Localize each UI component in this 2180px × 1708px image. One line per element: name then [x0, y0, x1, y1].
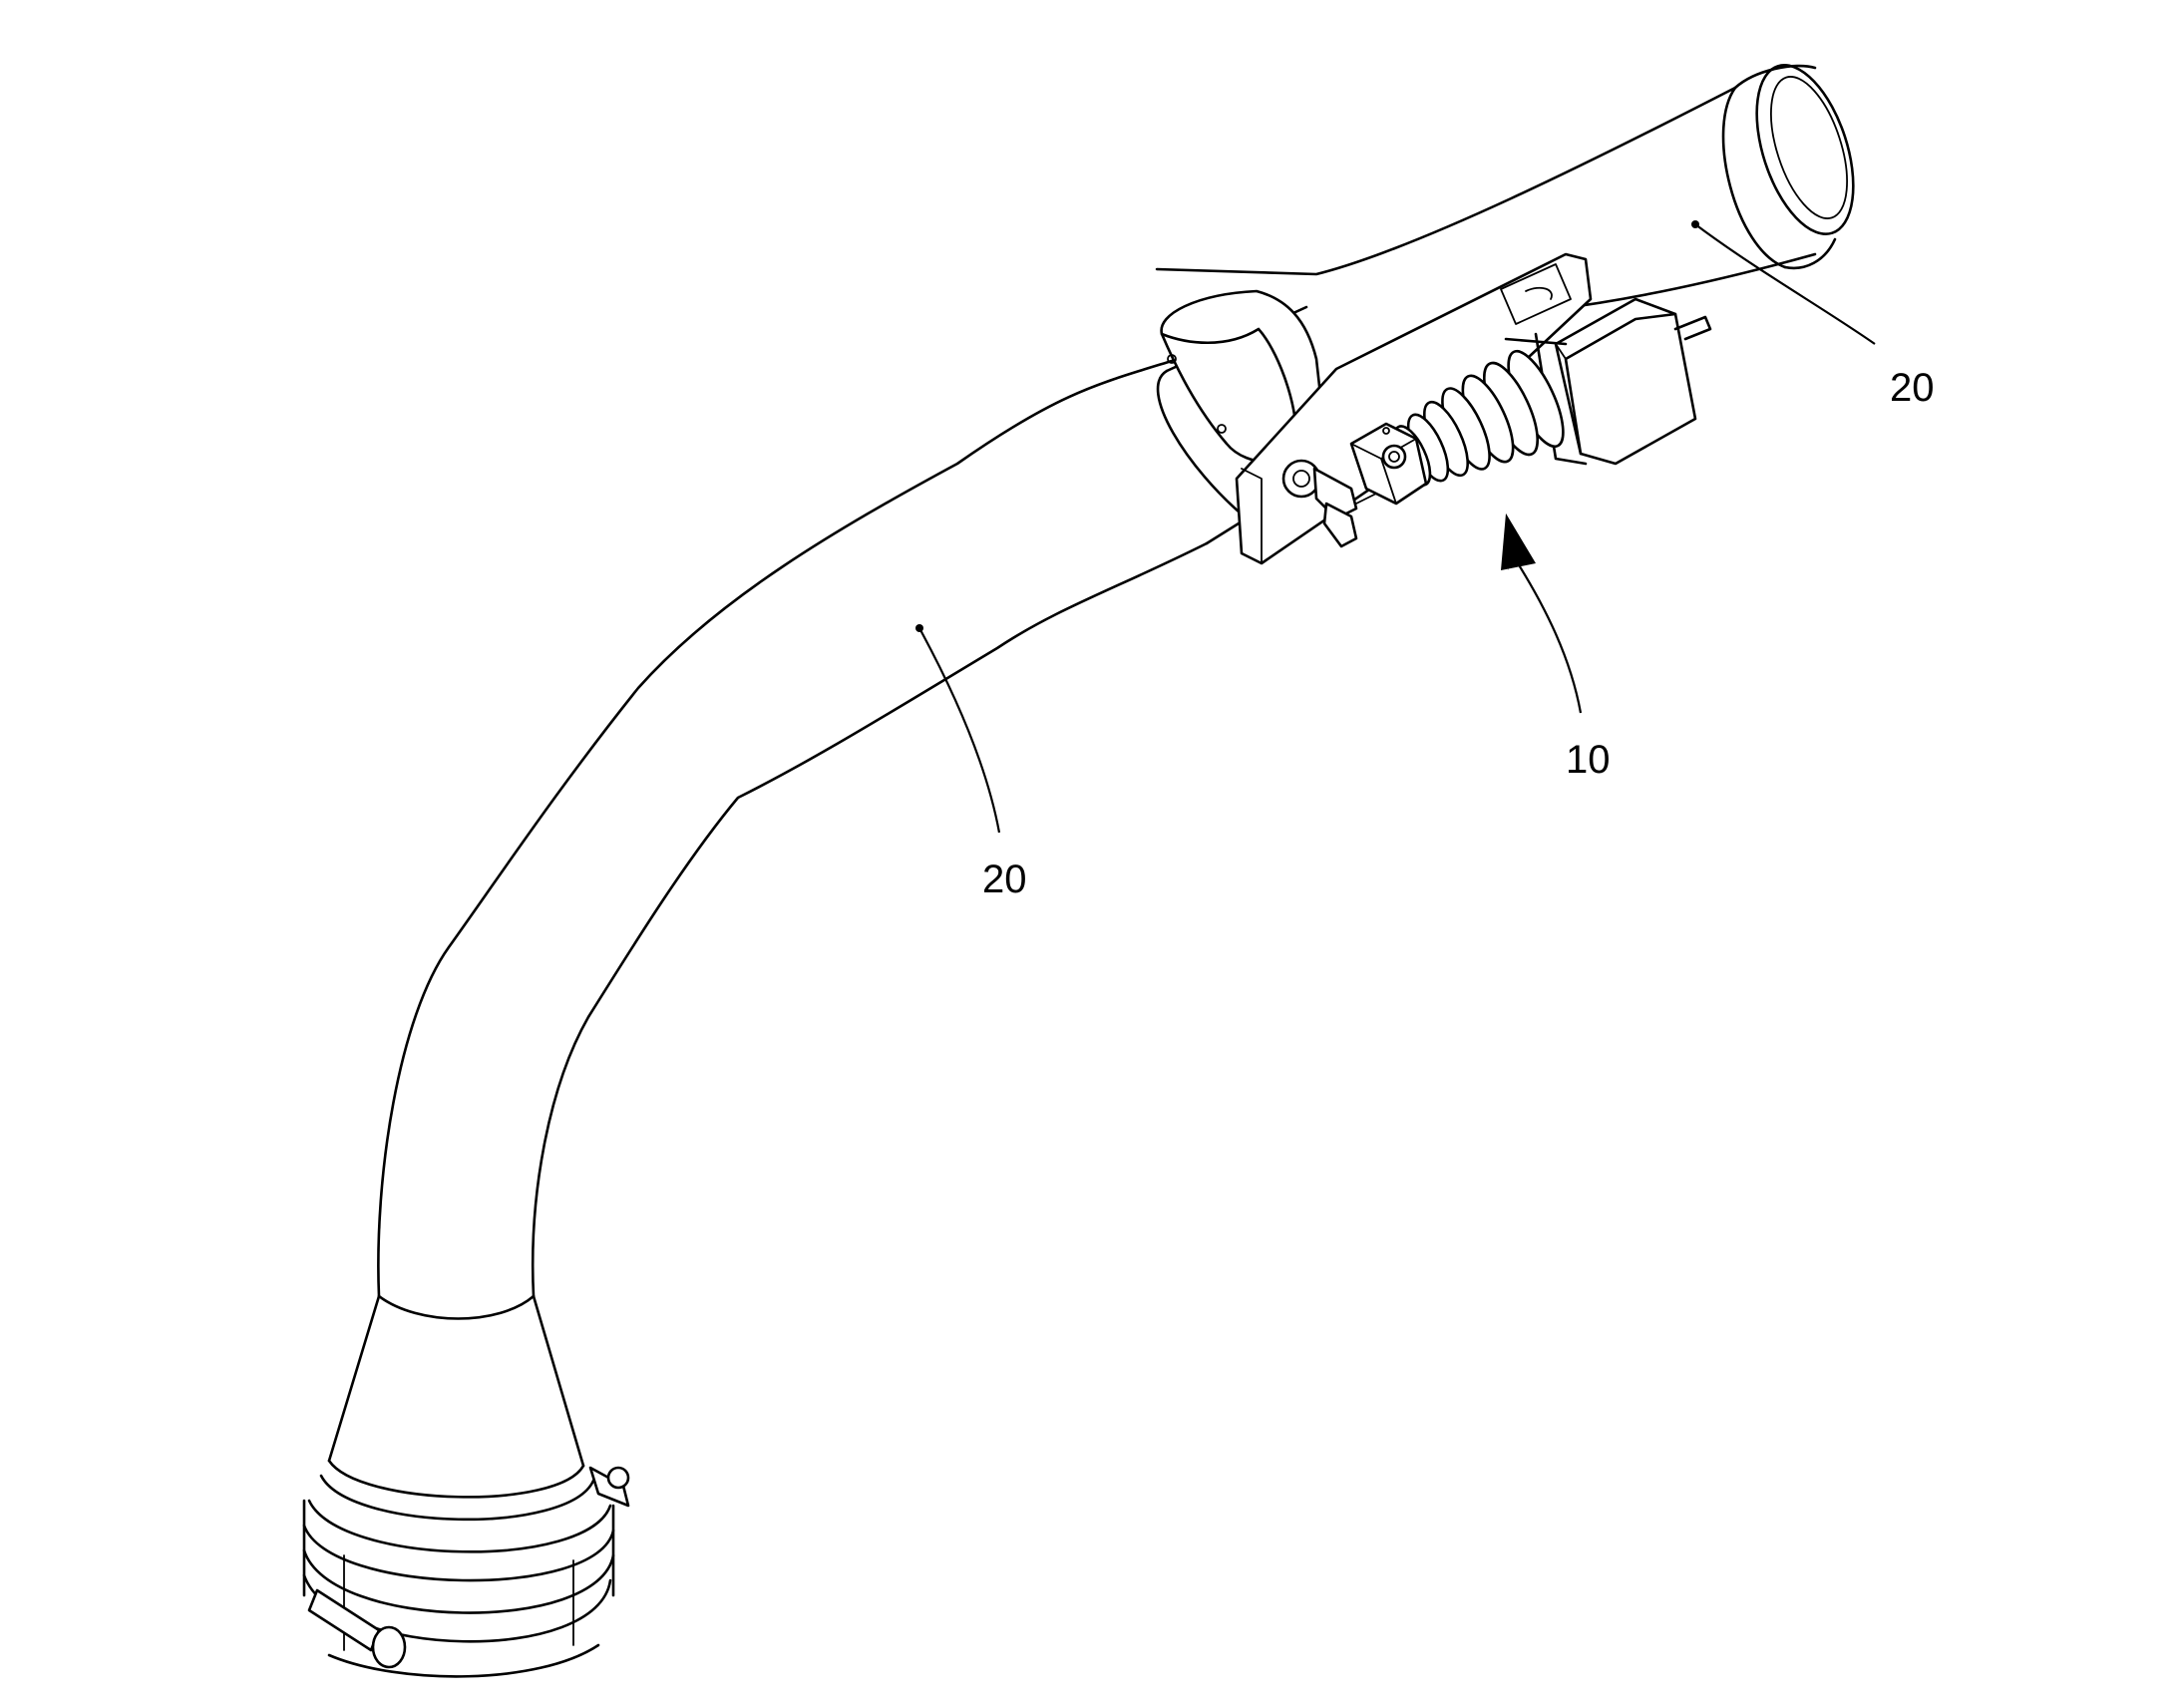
annotation-upper: 20 — [1691, 220, 1935, 410]
annotation-lower: 20 — [915, 624, 1027, 901]
end-flange — [1721, 64, 1855, 270]
reference-numeral-pipe-lower: 20 — [982, 857, 1027, 901]
reference-numeral-device: 10 — [1566, 738, 1611, 782]
cone-coupling — [302, 1294, 630, 1678]
pipe-body — [377, 86, 1817, 1298]
reference-numeral-pipe-upper: 20 — [1890, 366, 1935, 410]
annotation-device: 10 — [1501, 513, 1611, 782]
pivot-lever — [1281, 459, 1377, 548]
clamp-block — [1349, 422, 1428, 506]
